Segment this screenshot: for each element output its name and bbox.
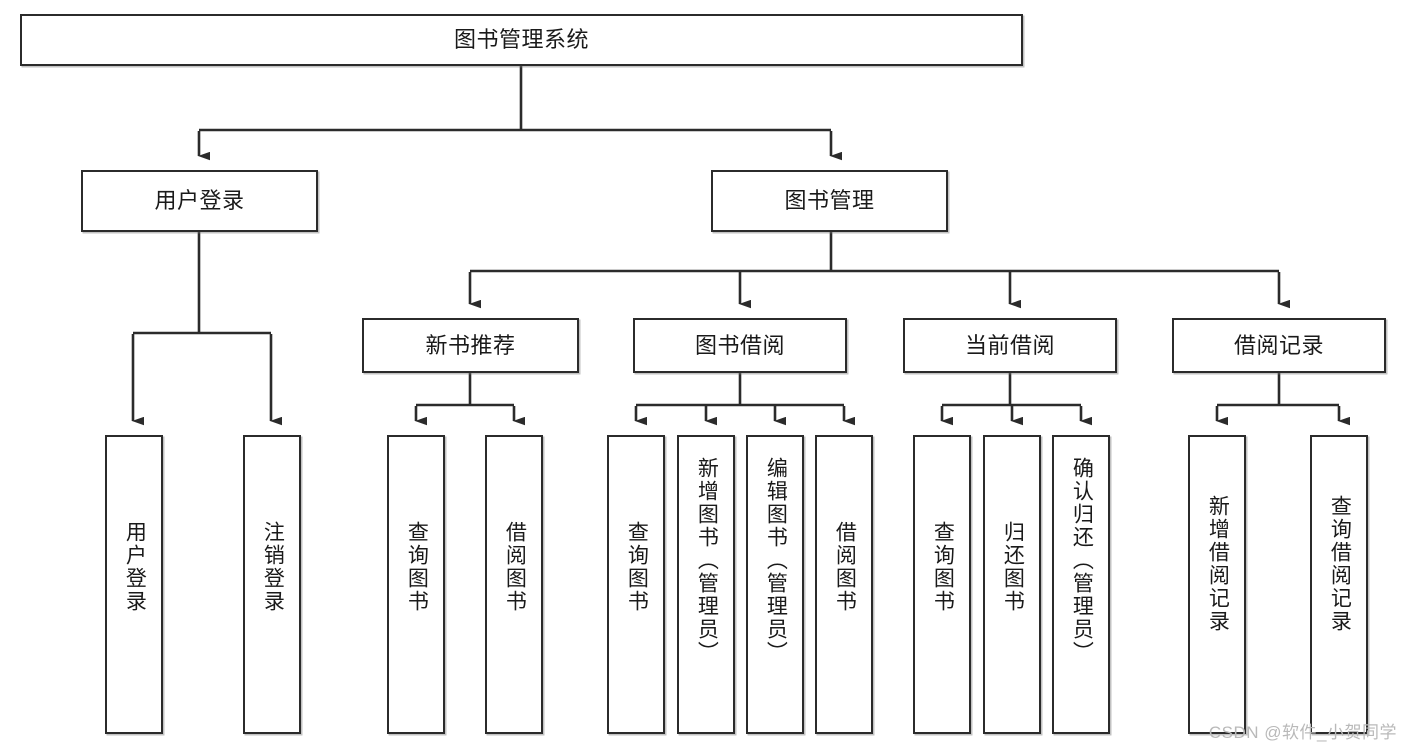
node-label: 借阅图书 [833,521,857,613]
node-label: 图书管理 [784,188,875,214]
node-label: 借阅图书 [503,521,527,613]
node-label: 新增图书（管理员） [695,457,719,664]
node-label: 新增借阅记录 [1206,495,1230,633]
node-label: 用户登录 [154,188,245,214]
node-label: 编辑图书（管理员） [764,457,788,664]
leaf-borrow-book-recommend[interactable]: 借阅图书 [485,435,543,734]
leaf-query-book-borrow[interactable]: 查询图书 [607,435,665,734]
node-label: 新书推荐 [425,332,516,358]
node-label: 图书借阅 [694,332,785,358]
leaf-user-login[interactable]: 用户登录 [105,435,163,734]
node-label: 借阅记录 [1233,332,1324,358]
node-label: 归还图书 [1001,521,1025,613]
node-new-book-recommend[interactable]: 新书推荐 [362,318,579,373]
node-book-borrow[interactable]: 图书借阅 [633,318,847,373]
node-label: 注销登录 [261,521,285,613]
leaf-query-book-recommend[interactable]: 查询图书 [387,435,445,734]
node-current-borrow[interactable]: 当前借阅 [903,318,1117,373]
leaf-query-book-current[interactable]: 查询图书 [913,435,971,734]
leaf-logout[interactable]: 注销登录 [243,435,301,734]
leaf-borrow-book[interactable]: 借阅图书 [815,435,873,734]
node-user-login[interactable]: 用户登录 [81,170,318,232]
leaf-add-book-admin[interactable]: 新增图书（管理员） [677,435,735,734]
node-book-management[interactable]: 图书管理 [711,170,948,232]
node-label: 查询图书 [931,521,955,613]
node-label: 查询借阅记录 [1328,495,1352,633]
node-label: 图书管理系统 [453,27,589,53]
node-label: 当前借阅 [964,332,1055,358]
node-label: 查询图书 [405,521,429,613]
node-borrow-records[interactable]: 借阅记录 [1172,318,1386,373]
leaf-query-borrow-record[interactable]: 查询借阅记录 [1310,435,1368,734]
node-label: 用户登录 [123,521,147,613]
leaf-confirm-return-admin[interactable]: 确认归还（管理员） [1052,435,1110,734]
csdn-watermark: CSDN @软件_小贺同学 [1208,723,1397,742]
node-root-system[interactable]: 图书管理系统 [20,14,1023,66]
leaf-edit-book-admin[interactable]: 编辑图书（管理员） [746,435,804,734]
node-label: 确认归还（管理员） [1070,457,1094,664]
leaf-return-book[interactable]: 归还图书 [983,435,1041,734]
node-label: 查询图书 [625,521,649,613]
leaf-add-borrow-record[interactable]: 新增借阅记录 [1188,435,1246,734]
